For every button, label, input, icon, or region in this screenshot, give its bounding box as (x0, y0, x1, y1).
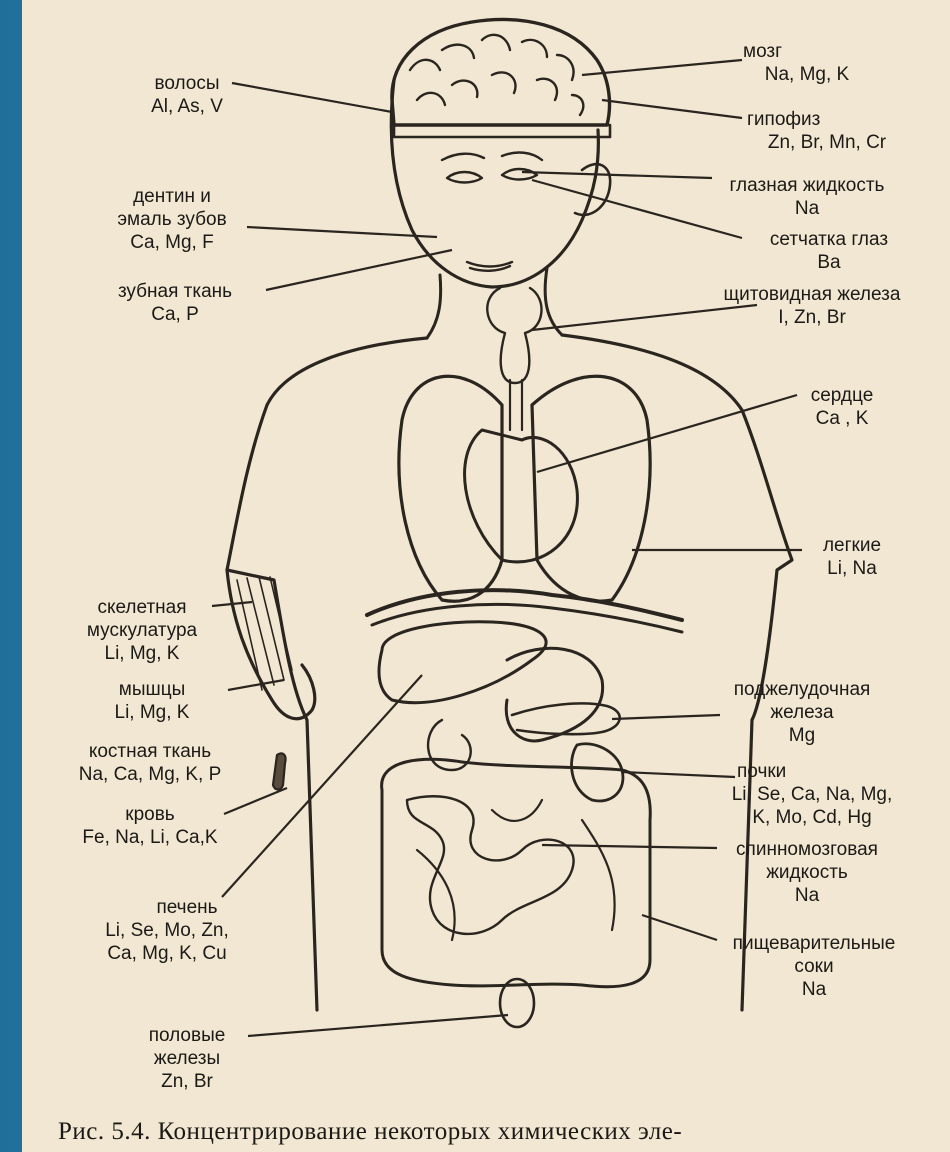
label-gonads-name2: железы (122, 1047, 252, 1070)
label-eye-fluid-name: глазная жидкость (687, 174, 927, 197)
label-dentin-elements: Ca, Mg, F (92, 231, 252, 254)
label-brain-elements: Na, Mg, K (737, 63, 877, 86)
label-cerebrospinal-fluid-name1: спинномозговая (702, 838, 912, 861)
label-gonads-elements: Zn, Br (122, 1070, 252, 1093)
label-cerebrospinal-fluid-elements: Na (702, 884, 912, 907)
label-kidneys-elements2: K, Mo, Cd, Hg (682, 806, 942, 829)
label-blood-name: кровь (40, 803, 260, 826)
label-skeletal-muscle-name1: скелетная (62, 596, 222, 619)
label-skeletal-muscle: скелетная мускулатура Li, Mg, K (62, 596, 222, 665)
label-heart-elements: Ca , K (782, 407, 902, 430)
label-kidneys: почки Li, Se, Ca, Na, Mg, K, Mo, Cd, Hg (682, 760, 942, 829)
heart (465, 430, 578, 562)
label-thyroid: щитовидная железа I, Zn, Br (682, 283, 942, 329)
label-thyroid-name: щитовидная железа (682, 283, 942, 306)
label-dentin-name1: дентин и (92, 185, 252, 208)
label-retina-name: сетчатка глаз (744, 228, 914, 251)
label-lungs-elements: Li, Na (797, 557, 907, 580)
mouth (467, 262, 512, 271)
stomach (506, 648, 602, 741)
label-blood: кровь Fe, Na, Li, Ca,K (40, 803, 260, 849)
label-thyroid-elements: I, Zn, Br (682, 306, 942, 329)
headband (394, 125, 610, 137)
label-bone-tissue-name: костная ткань (40, 740, 260, 763)
label-muscles-name: мышцы (82, 678, 222, 701)
label-liver-elements1: Li, Se, Mo, Zn, (82, 919, 252, 942)
label-retina: сетчатка глаз Ba (744, 228, 914, 274)
book-page: волосы Al, As, V дентин и эмаль зубов Ca… (22, 0, 950, 1152)
kidney (572, 744, 623, 801)
bone (273, 753, 286, 789)
label-hair-elements: Al, As, V (132, 95, 242, 118)
eye-right (502, 169, 537, 180)
label-dentin-name2: эмаль зубов (92, 208, 252, 231)
label-pancreas-name1: поджелудочная (702, 678, 902, 701)
label-brain: мозг Na, Mg, K (737, 40, 877, 86)
liver (379, 622, 546, 703)
label-pituitary-elements: Zn, Br, Mn, Cr (737, 131, 917, 154)
label-liver-elements2: Ca, Mg, K, Cu (82, 942, 252, 965)
label-dental-tissue: зубная ткань Ca, P (80, 280, 270, 326)
label-eye-fluid-elements: Na (687, 197, 927, 220)
lung-left (399, 376, 502, 601)
label-hair-name: волосы (132, 72, 242, 95)
label-skeletal-muscle-elements: Li, Mg, K (62, 642, 222, 665)
label-heart: сердце Ca , K (782, 384, 902, 430)
label-brain-name: мозг (737, 40, 877, 63)
thyroid (487, 288, 541, 383)
label-bone-tissue: костная ткань Na, Ca, Mg, K, P (40, 740, 260, 786)
label-kidneys-name: почки (682, 760, 942, 783)
label-pancreas: поджелудочная железа Mg (702, 678, 902, 747)
label-digestive-juices: пищеварительные соки Na (694, 932, 934, 1001)
label-lungs-name: легкие (797, 534, 907, 557)
label-skeletal-muscle-name2: мускулатура (62, 619, 222, 642)
label-pancreas-elements: Mg (702, 724, 902, 747)
label-blood-elements: Fe, Na, Li, Ca,K (40, 826, 260, 849)
label-digestive-juices-name2: соки (694, 955, 934, 978)
eye-left (447, 172, 482, 183)
label-dental-tissue-name: зубная ткань (80, 280, 270, 303)
label-kidneys-elements1: Li, Se, Ca, Na, Mg, (682, 783, 942, 806)
label-cerebrospinal-fluid-name2: жидкость (702, 861, 912, 884)
label-muscles: мышцы Li, Mg, K (82, 678, 222, 724)
label-liver-name: печень (82, 896, 252, 919)
label-pancreas-name2: железа (702, 701, 902, 724)
label-cerebrospinal-fluid: спинномозговая жидкость Na (702, 838, 912, 907)
label-pituitary: гипофиз Zn, Br, Mn, Cr (737, 108, 917, 154)
label-digestive-juices-elements: Na (694, 978, 934, 1001)
pancreas (512, 703, 620, 734)
figure-caption: Рис. 5.4. Концентрирование некоторых хим… (58, 1118, 682, 1146)
label-liver: печень Li, Se, Mo, Zn, Ca, Mg, K, Cu (82, 896, 252, 965)
label-gonads: половые железы Zn, Br (122, 1024, 252, 1093)
label-eye-fluid: глазная жидкость Na (687, 174, 927, 220)
label-muscles-elements: Li, Mg, K (82, 701, 222, 724)
label-dental-tissue-elements: Ca, P (80, 303, 270, 326)
label-retina-elements: Ba (744, 251, 914, 274)
label-pituitary-name: гипофиз (737, 108, 917, 131)
label-dentin: дентин и эмаль зубов Ca, Mg, F (92, 185, 252, 254)
label-hair: волосы Al, As, V (132, 72, 242, 118)
label-lungs: легкие Li, Na (797, 534, 907, 580)
label-digestive-juices-name1: пищеварительные (694, 932, 934, 955)
label-bone-tissue-elements: Na, Ca, Mg, K, P (40, 763, 260, 786)
lung-right (532, 376, 650, 601)
label-gonads-name1: половые (122, 1024, 252, 1047)
label-heart-name: сердце (782, 384, 902, 407)
